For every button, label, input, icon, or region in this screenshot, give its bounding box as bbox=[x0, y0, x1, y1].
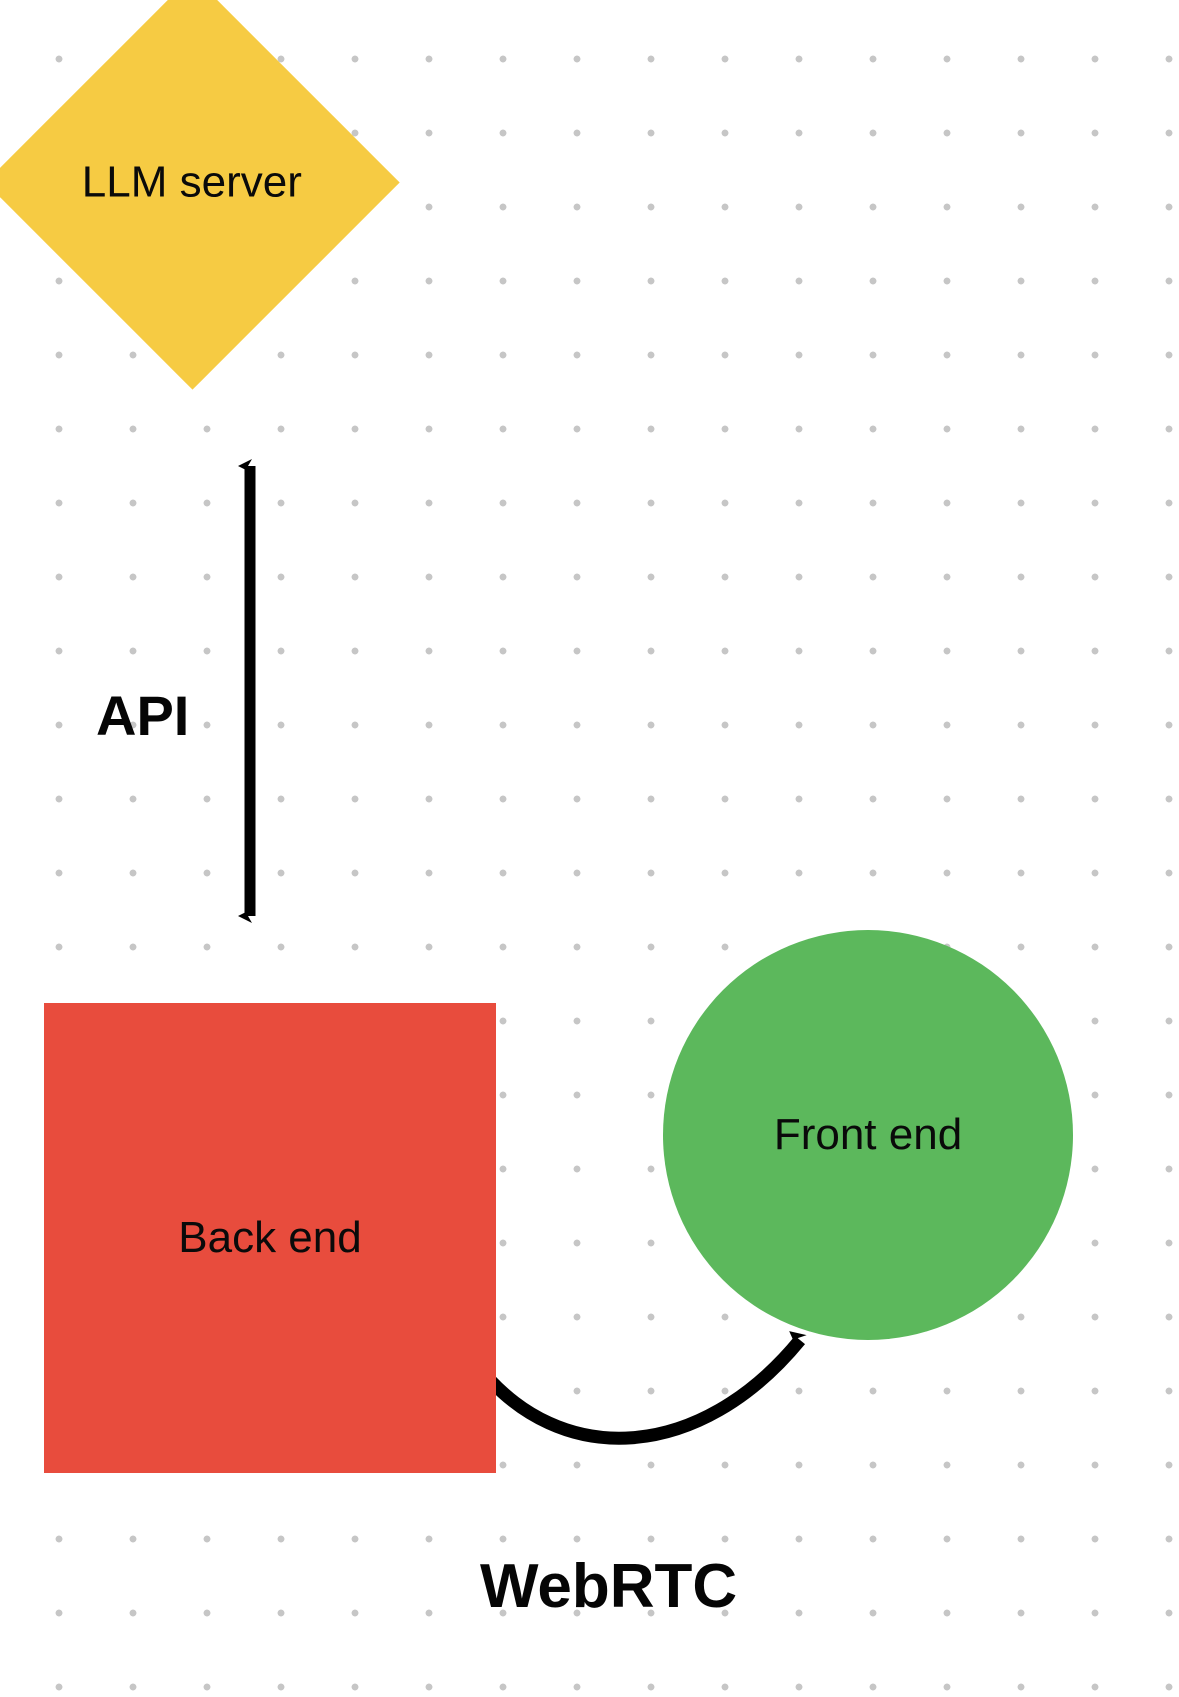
node-label-front-end: Front end bbox=[773, 1110, 963, 1159]
edge-webrtc-arrow bbox=[467, 1331, 807, 1445]
node-back-end[interactable]: Back end bbox=[44, 1003, 496, 1473]
edge-label-webrtc: WebRTC bbox=[480, 1552, 738, 1621]
node-label-back-end: Back end bbox=[178, 1213, 362, 1262]
node-front-end[interactable]: Front end bbox=[663, 930, 1073, 1340]
node-label-llm-server: LLM server bbox=[82, 157, 303, 207]
edge-label-api: API bbox=[96, 684, 190, 747]
